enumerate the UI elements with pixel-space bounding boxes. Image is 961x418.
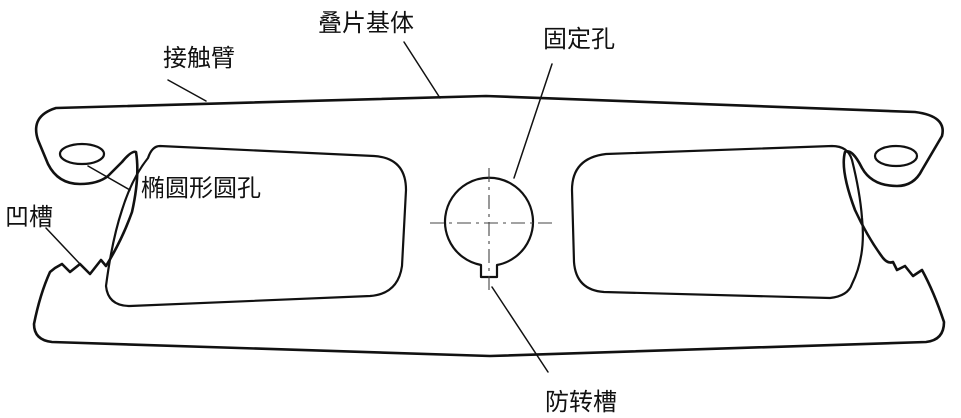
label-elliptical-hole: 椭圆形圆孔: [141, 174, 261, 202]
elliptical-hole-leader: [87, 165, 131, 191]
left-elliptical-hole: [58, 142, 106, 166]
right-window: [570, 144, 864, 300]
groove-leader: [45, 227, 81, 265]
label-anti-rotation-slot: 防转槽: [545, 388, 617, 416]
fixing-hole-leader: [513, 63, 553, 179]
anti-rotation-slot-leader: [491, 286, 549, 373]
contact-arm-leader: [167, 79, 207, 102]
lamination-outline: [32, 94, 946, 358]
label-fixing-hole: 固定孔: [543, 25, 615, 53]
fixing-hole: [443, 176, 535, 279]
label-lamination-base: 叠片基体: [318, 9, 414, 37]
left-window: [104, 144, 408, 308]
label-contact-arm: 接触臂: [163, 44, 235, 72]
label-groove: 凹槽: [5, 203, 53, 231]
lamination-base-leader: [403, 41, 441, 99]
right-elliptical-hole: [873, 144, 919, 168]
